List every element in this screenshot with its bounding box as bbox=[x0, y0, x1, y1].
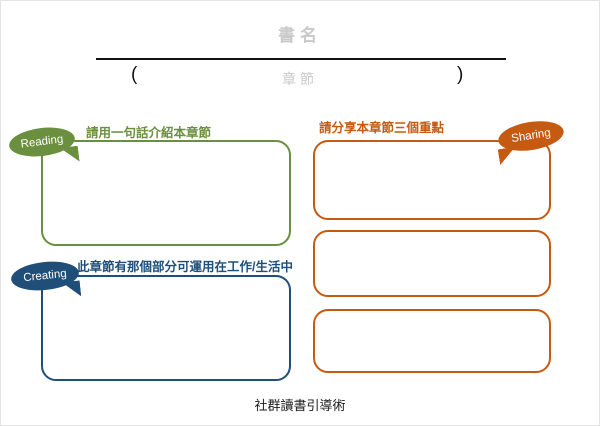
paren-left: ( bbox=[131, 64, 138, 85]
sharing-answer-box-3 bbox=[313, 309, 551, 373]
footer-title: 社群讀書引導術 bbox=[254, 398, 346, 413]
sharing-answer-box-2 bbox=[313, 230, 551, 297]
chapter-placeholder: 章節 bbox=[282, 71, 318, 87]
creating-answer-box bbox=[41, 275, 291, 381]
sharing-prompt: 請分享本章節三個重點 bbox=[319, 121, 445, 135]
title-underline bbox=[96, 58, 506, 60]
reading-answer-box bbox=[41, 140, 291, 246]
reading-bubble-label: Reading bbox=[20, 133, 64, 151]
reading-prompt: 請用一句話介紹本章節 bbox=[86, 126, 212, 140]
sharing-bubble: Sharing bbox=[496, 117, 566, 155]
book-title-placeholder: 書名 bbox=[278, 26, 322, 45]
paren-right: ) bbox=[457, 64, 464, 85]
sharing-bubble-label: Sharing bbox=[510, 126, 552, 146]
creating-bubble-label: Creating bbox=[22, 267, 68, 285]
sharing-answer-box-1 bbox=[313, 140, 551, 220]
creating-prompt: 此章節有那個部分可運用在工作/生活中 bbox=[77, 260, 293, 274]
